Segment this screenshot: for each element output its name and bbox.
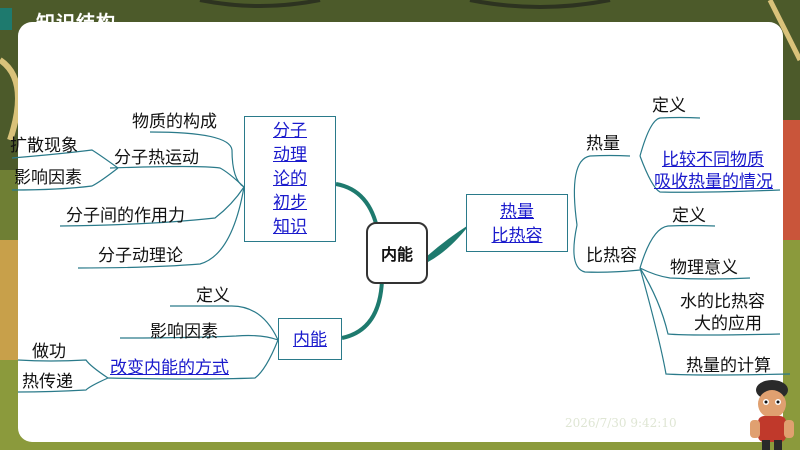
node-heat-calculation: 热量的计算 xyxy=(686,356,771,376)
branch-thermal-motion: 分子热运动 xyxy=(114,148,199,168)
theory-box-line-3[interactable]: 论的 xyxy=(273,169,307,189)
branch-heat-transfer: 热传递 xyxy=(22,372,73,392)
heat-box-line-1[interactable]: 热量 xyxy=(500,202,534,222)
branch-ie-definition: 定义 xyxy=(196,286,230,306)
node-sh-definition: 定义 xyxy=(672,206,706,226)
theory-box-line-5[interactable]: 知识 xyxy=(273,217,307,237)
center-node: 内能 xyxy=(366,222,428,284)
node-compare-line-2[interactable]: 吸收热量的情况 xyxy=(654,172,773,192)
branch-ie-factors: 影响因素 xyxy=(150,322,218,342)
timestamp: 2026/7/30 9:42:10 xyxy=(565,416,677,430)
branch-intermolecular-force: 分子间的作用力 xyxy=(66,206,185,226)
node-heat-definition: 定义 xyxy=(652,96,686,116)
branch-change-methods[interactable]: 改变内能的方式 xyxy=(110,358,229,378)
theory-box-line-1[interactable]: 分子 xyxy=(273,121,307,141)
theory-box: 分子 动理 论的 初步 知识 xyxy=(244,116,336,242)
node-water-line-1: 水的比热容 xyxy=(680,292,765,312)
header-title: 知识结构 xyxy=(36,12,117,34)
branch-kinetic-theory: 分子动理论 xyxy=(98,246,183,266)
node-compare-line-1[interactable]: 比较不同物质 xyxy=(662,150,764,170)
theory-box-line-2[interactable]: 动理 xyxy=(273,145,307,165)
branch-diffusion: 扩散现象 xyxy=(10,136,78,156)
theory-box-line-4[interactable]: 初步 xyxy=(273,193,307,213)
internal-energy-box-label[interactable]: 内能 xyxy=(293,330,327,350)
header-accent-bar xyxy=(0,8,12,30)
branch-theory-factors: 影响因素 xyxy=(14,168,82,188)
node-water-line-2: 大的应用 xyxy=(694,314,762,334)
branch-structure: 物质的构成 xyxy=(132,112,217,132)
node-specific-heat: 比热容 xyxy=(586,246,637,266)
node-physical-meaning: 物理意义 xyxy=(670,258,738,278)
heat-box: 热量 比热容 xyxy=(466,194,568,252)
mascot-icon xyxy=(750,380,794,450)
node-heat-quantity: 热量 xyxy=(586,134,620,154)
heat-box-line-2[interactable]: 比热容 xyxy=(491,226,543,246)
branch-work: 做功 xyxy=(32,342,66,362)
internal-energy-box: 内能 xyxy=(278,318,342,360)
